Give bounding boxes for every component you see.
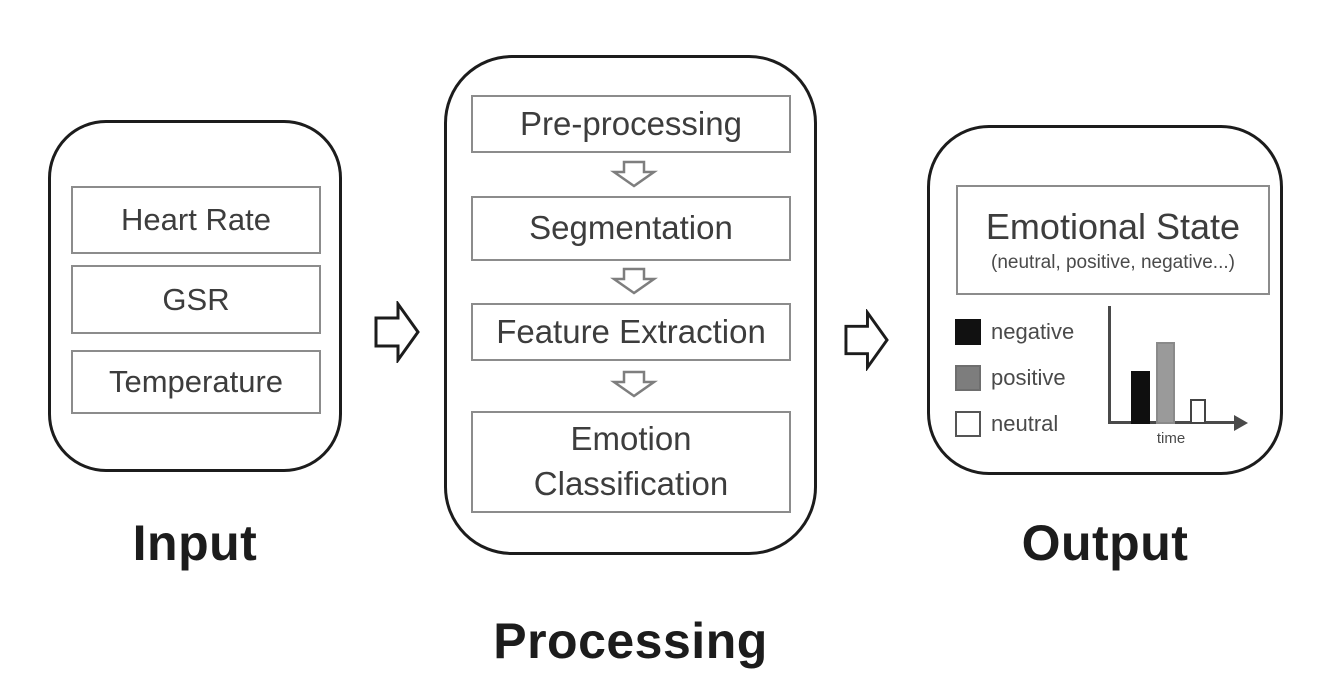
- emotional-state-box: Emotional State (neutral, positive, nega…: [956, 185, 1270, 295]
- input-box-temperature-label: Temperature: [108, 364, 284, 399]
- input-box-heart-rate: Heart Rate: [71, 186, 321, 254]
- legend-item-negative: negative: [955, 318, 1074, 345]
- legend-label-negative: negative: [991, 318, 1075, 344]
- processing-panel: Pre-processing Segmentation Feature Extr…: [444, 55, 817, 555]
- processing-stage-label: Processing: [493, 613, 768, 669]
- step-arrow-down-icon: [610, 370, 658, 398]
- processing-box-segmentation: Segmentation: [471, 196, 791, 261]
- emotion-time-chart: time: [1108, 306, 1253, 456]
- legend-label-neutral: neutral: [991, 410, 1059, 436]
- legend-item-neutral: neutral: [955, 410, 1058, 437]
- step-arrow-down-icon: [610, 267, 658, 295]
- output-stage-label: Output: [1021, 515, 1189, 571]
- processing-box-feature-extraction-label: Feature Extraction: [496, 312, 766, 350]
- chart-y-axis: [1108, 306, 1111, 423]
- emotional-state-title: Emotional State: [985, 206, 1241, 247]
- x-axis-arrow-icon: [1234, 415, 1248, 431]
- flow-arrow-right-icon: [844, 309, 889, 371]
- input-box-gsr: GSR: [71, 265, 321, 334]
- processing-box-feature-extraction: Feature Extraction: [471, 303, 791, 361]
- input-box-temperature: Temperature: [71, 350, 321, 414]
- step-arrow-down-icon: [610, 160, 658, 188]
- chart-bar-neutral: [1190, 399, 1206, 424]
- processing-box-emotion-classification-label: Emotion Classification: [533, 420, 729, 502]
- input-box-gsr-label: GSR: [162, 281, 230, 317]
- legend-label-positive: positive: [991, 364, 1066, 390]
- flow-arrow-right-icon: [374, 301, 420, 363]
- legend-swatch-negative: [955, 318, 981, 345]
- legend-swatch-neutral: [955, 410, 981, 437]
- input-box-heart-rate-label: Heart Rate: [121, 202, 271, 237]
- input-panel: Heart Rate GSR Temperature: [48, 120, 342, 472]
- chart-bar-positive: [1156, 342, 1175, 424]
- processing-box-pre-processing-label: Pre-processing: [520, 104, 742, 142]
- processing-box-segmentation-label: Segmentation: [529, 209, 733, 247]
- legend-item-positive: positive: [955, 364, 1066, 391]
- emotional-state-subtitle: (neutral, positive, negative...): [991, 252, 1235, 273]
- chart-x-axis-label: time: [1156, 430, 1186, 447]
- output-panel: Emotional State (neutral, positive, nega…: [927, 125, 1283, 475]
- input-stage-label: Input: [132, 515, 258, 571]
- chart-bar-negative: [1131, 371, 1150, 424]
- legend-swatch-positive: [955, 364, 981, 391]
- processing-box-emotion-classification: Emotion Classification: [471, 411, 791, 513]
- processing-box-pre-processing: Pre-processing: [471, 95, 791, 153]
